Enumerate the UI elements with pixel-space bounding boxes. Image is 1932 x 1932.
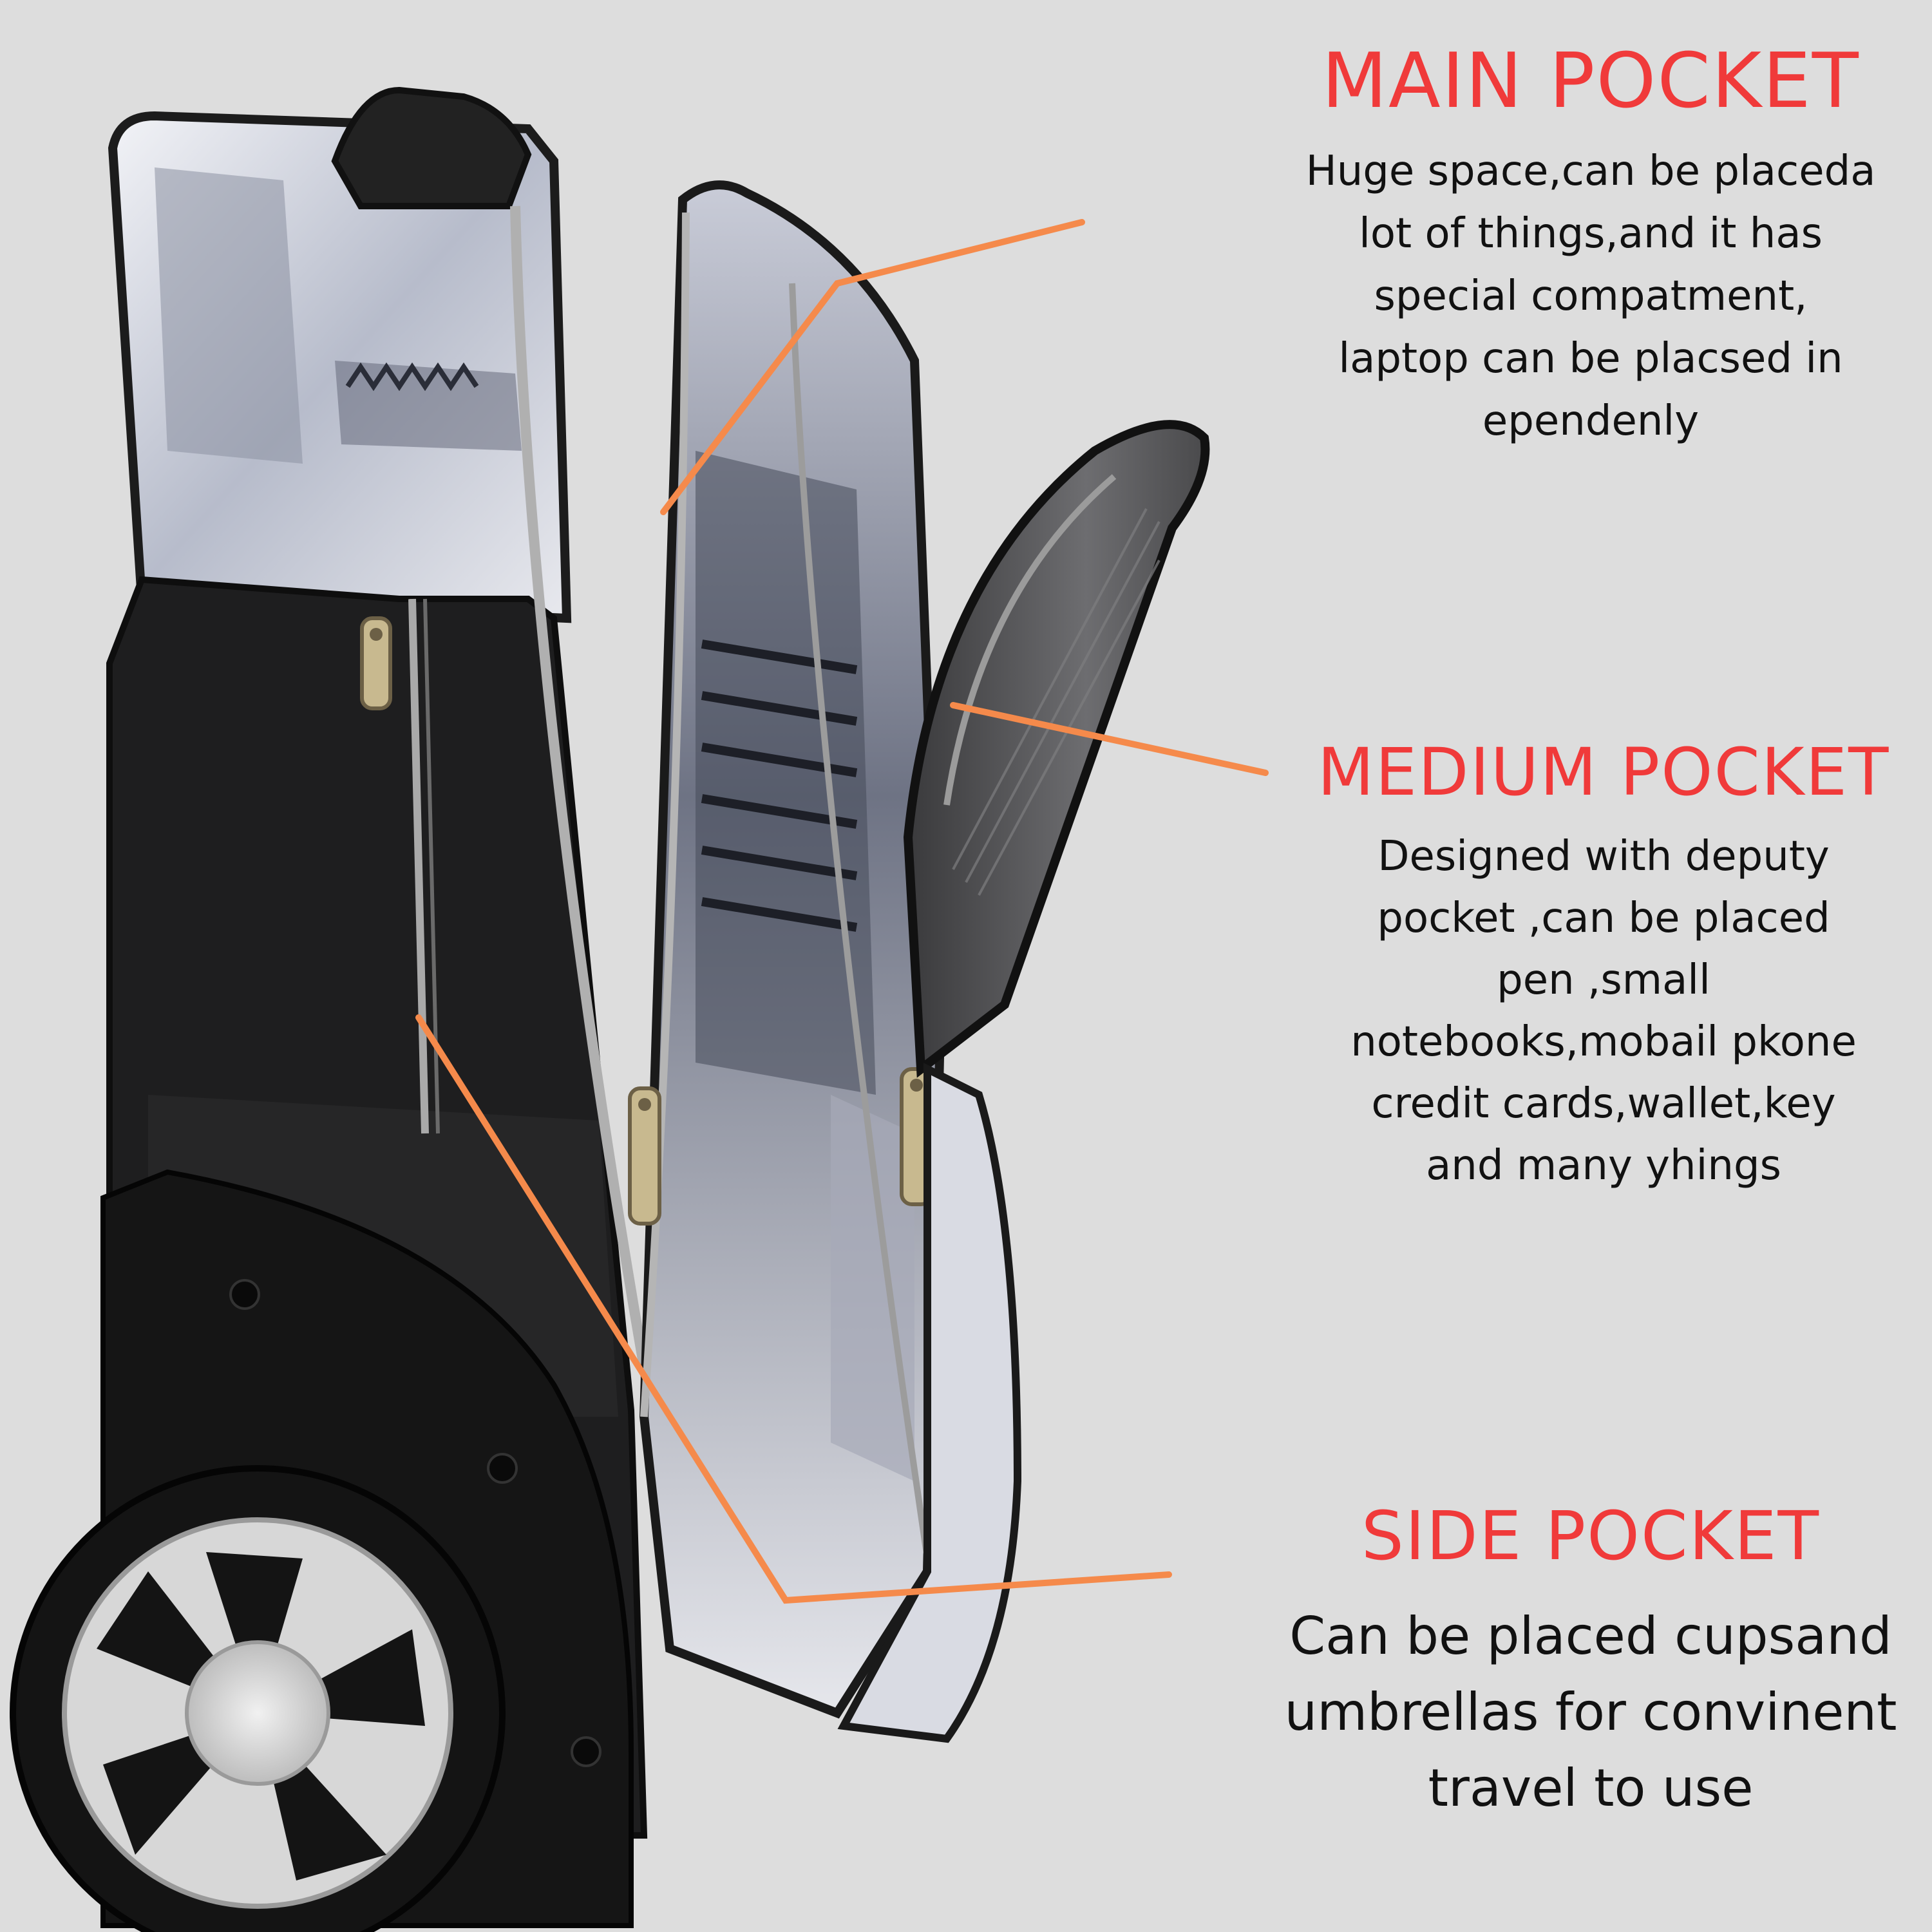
main-pocket-section: MAIN POCKET Huge space,can be placeda lo… <box>1262 32 1919 453</box>
side-pocket-description: Can be placed cupsand umbrellas for conv… <box>1284 1606 1897 1818</box>
side-pocket-heading: SIDE POCKET <box>1361 1497 1821 1575</box>
medium-pocket-section: MEDIUM POCKET Designed with deputy pocke… <box>1282 728 1926 1197</box>
main-pocket-heading: MAIN POCKET <box>1321 36 1860 125</box>
top-handle <box>331 86 532 209</box>
main-pocket-description: Huge space,can be placeda lot of things,… <box>1305 147 1876 445</box>
zipper-pull-icon <box>628 1086 661 1226</box>
main-pocket-body <box>108 111 572 623</box>
outer-back-panel <box>837 1063 1022 1743</box>
wheel-icon <box>10 1465 506 1932</box>
callout-line-medium <box>950 702 1269 776</box>
medium-pocket-flap <box>903 420 1210 1078</box>
zipper-pull-icon <box>360 616 392 710</box>
callout-line-side <box>415 1014 1172 1604</box>
medium-pocket-heading: MEDIUM POCKET <box>1317 734 1890 811</box>
front-printed-pocket <box>639 180 945 1719</box>
callout-line-main <box>660 219 1085 515</box>
side-pocket-section: SIDE POCKET Can be placed cupsand umbrel… <box>1262 1488 1919 1826</box>
medium-pocket-description: Designed with deputy pocket ,can be plac… <box>1350 833 1857 1189</box>
main-pocket-zipper <box>510 205 656 1405</box>
callout-lines <box>415 219 1269 1604</box>
